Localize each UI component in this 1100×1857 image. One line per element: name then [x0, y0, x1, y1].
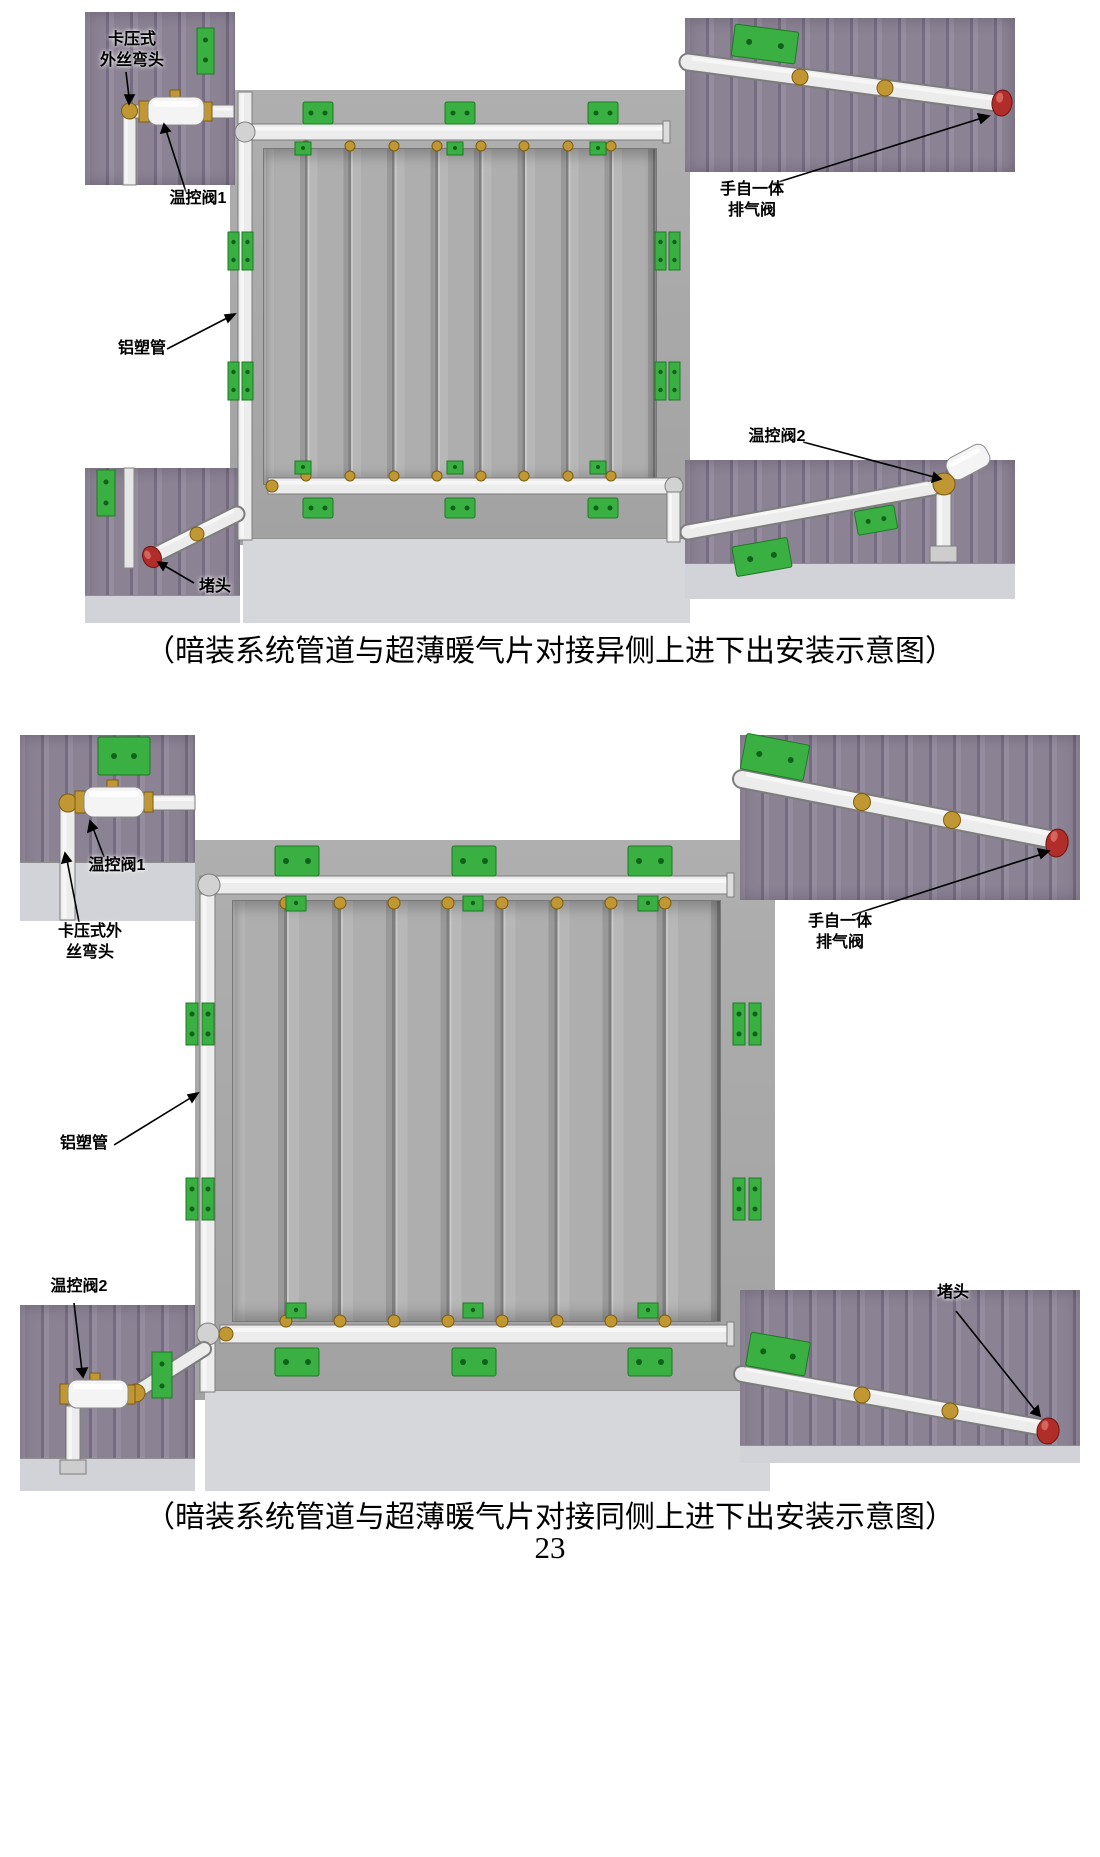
figure2-inset-top-left-floor [20, 862, 195, 921]
figure2-inset-top-right [740, 735, 1080, 900]
figure2-radiator [232, 900, 721, 1322]
figure2-inset-bottom-right-floor [740, 1445, 1080, 1463]
fig1-label-pex-pipe: 铝塑管 [117, 340, 166, 357]
figure1-floor [243, 538, 690, 623]
fig2-label-pex-pipe: 铝塑管 [59, 1135, 108, 1152]
fig1-label-thermo-valve1: 温控阀1 [169, 190, 227, 207]
fig2-label-air-valve: 手自一体 排气阀 [807, 913, 872, 951]
figure1-caption: （暗装系统管道与超薄暖气片对接异侧上进下出安装示意图） [145, 635, 955, 668]
figure2-floor [205, 1390, 770, 1491]
figure1-inset-top-right [685, 18, 1015, 172]
figure2-inset-bottom-right [740, 1290, 1080, 1462]
fig2-label-press-elbow: 卡压式外 丝弯头 [57, 923, 122, 961]
figure1-radiator [263, 148, 657, 485]
fig1-label-plug: 堵头 [198, 578, 231, 595]
figure1-inset-bottom-right-floor [685, 563, 1015, 599]
fig1-label-thermo-valve2: 温控阀2 [748, 428, 806, 445]
fig2-label-thermo-valve1: 温控阀1 [88, 857, 146, 874]
fig2-label-thermo-valve2: 温控阀2 [50, 1278, 108, 1295]
figure1-inset-bottom-left-floor [85, 595, 240, 623]
page-number: 23 [534, 1530, 566, 1565]
figure2-inset-bottom-left-floor [20, 1458, 195, 1491]
fig1-label-air-valve: 手自一体 排气阀 [719, 181, 784, 219]
fig2-label-plug: 堵头 [936, 1284, 969, 1301]
fig1-label-press-elbow: 卡压式 外丝弯头 [99, 31, 164, 69]
figure2-caption: （暗装系统管道与超薄暖气片对接同侧上进下出安装示意图） [145, 1501, 955, 1534]
